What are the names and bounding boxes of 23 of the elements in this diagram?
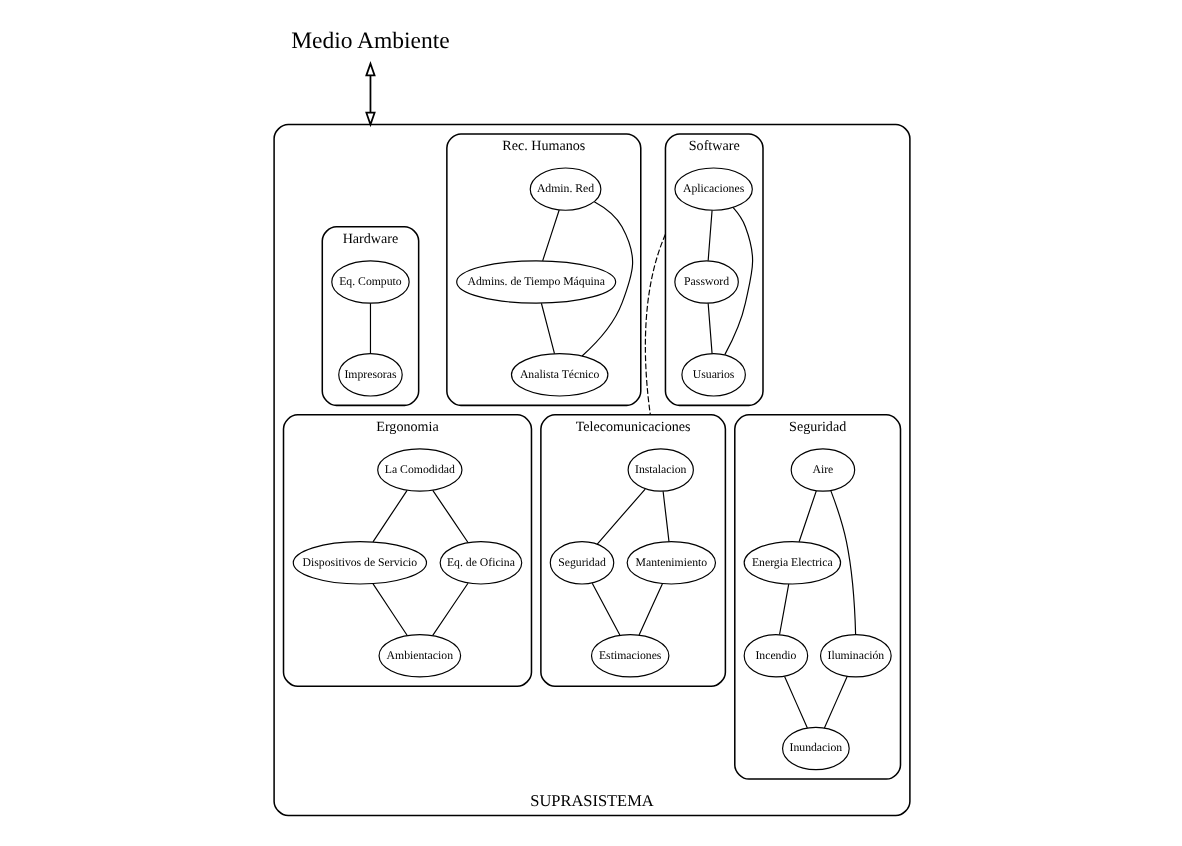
connector (706, 302, 712, 355)
connector (661, 490, 669, 543)
connector (590, 582, 620, 636)
connector (706, 209, 712, 262)
connector (783, 675, 807, 729)
connector (797, 490, 816, 543)
connector (595, 488, 645, 545)
connector (431, 582, 468, 636)
node-text: Medio Ambiente (290, 28, 449, 55)
arrow (364, 60, 375, 128)
connector (723, 206, 753, 356)
connector (829, 490, 856, 635)
connector (822, 675, 847, 729)
connector (778, 583, 789, 636)
connector (371, 489, 407, 543)
connector (643, 233, 666, 416)
connector (541, 209, 559, 262)
connector (371, 583, 407, 637)
connector (368, 302, 371, 355)
connector (580, 201, 633, 357)
connector (539, 302, 555, 355)
connector (637, 583, 662, 636)
connector (431, 489, 468, 544)
